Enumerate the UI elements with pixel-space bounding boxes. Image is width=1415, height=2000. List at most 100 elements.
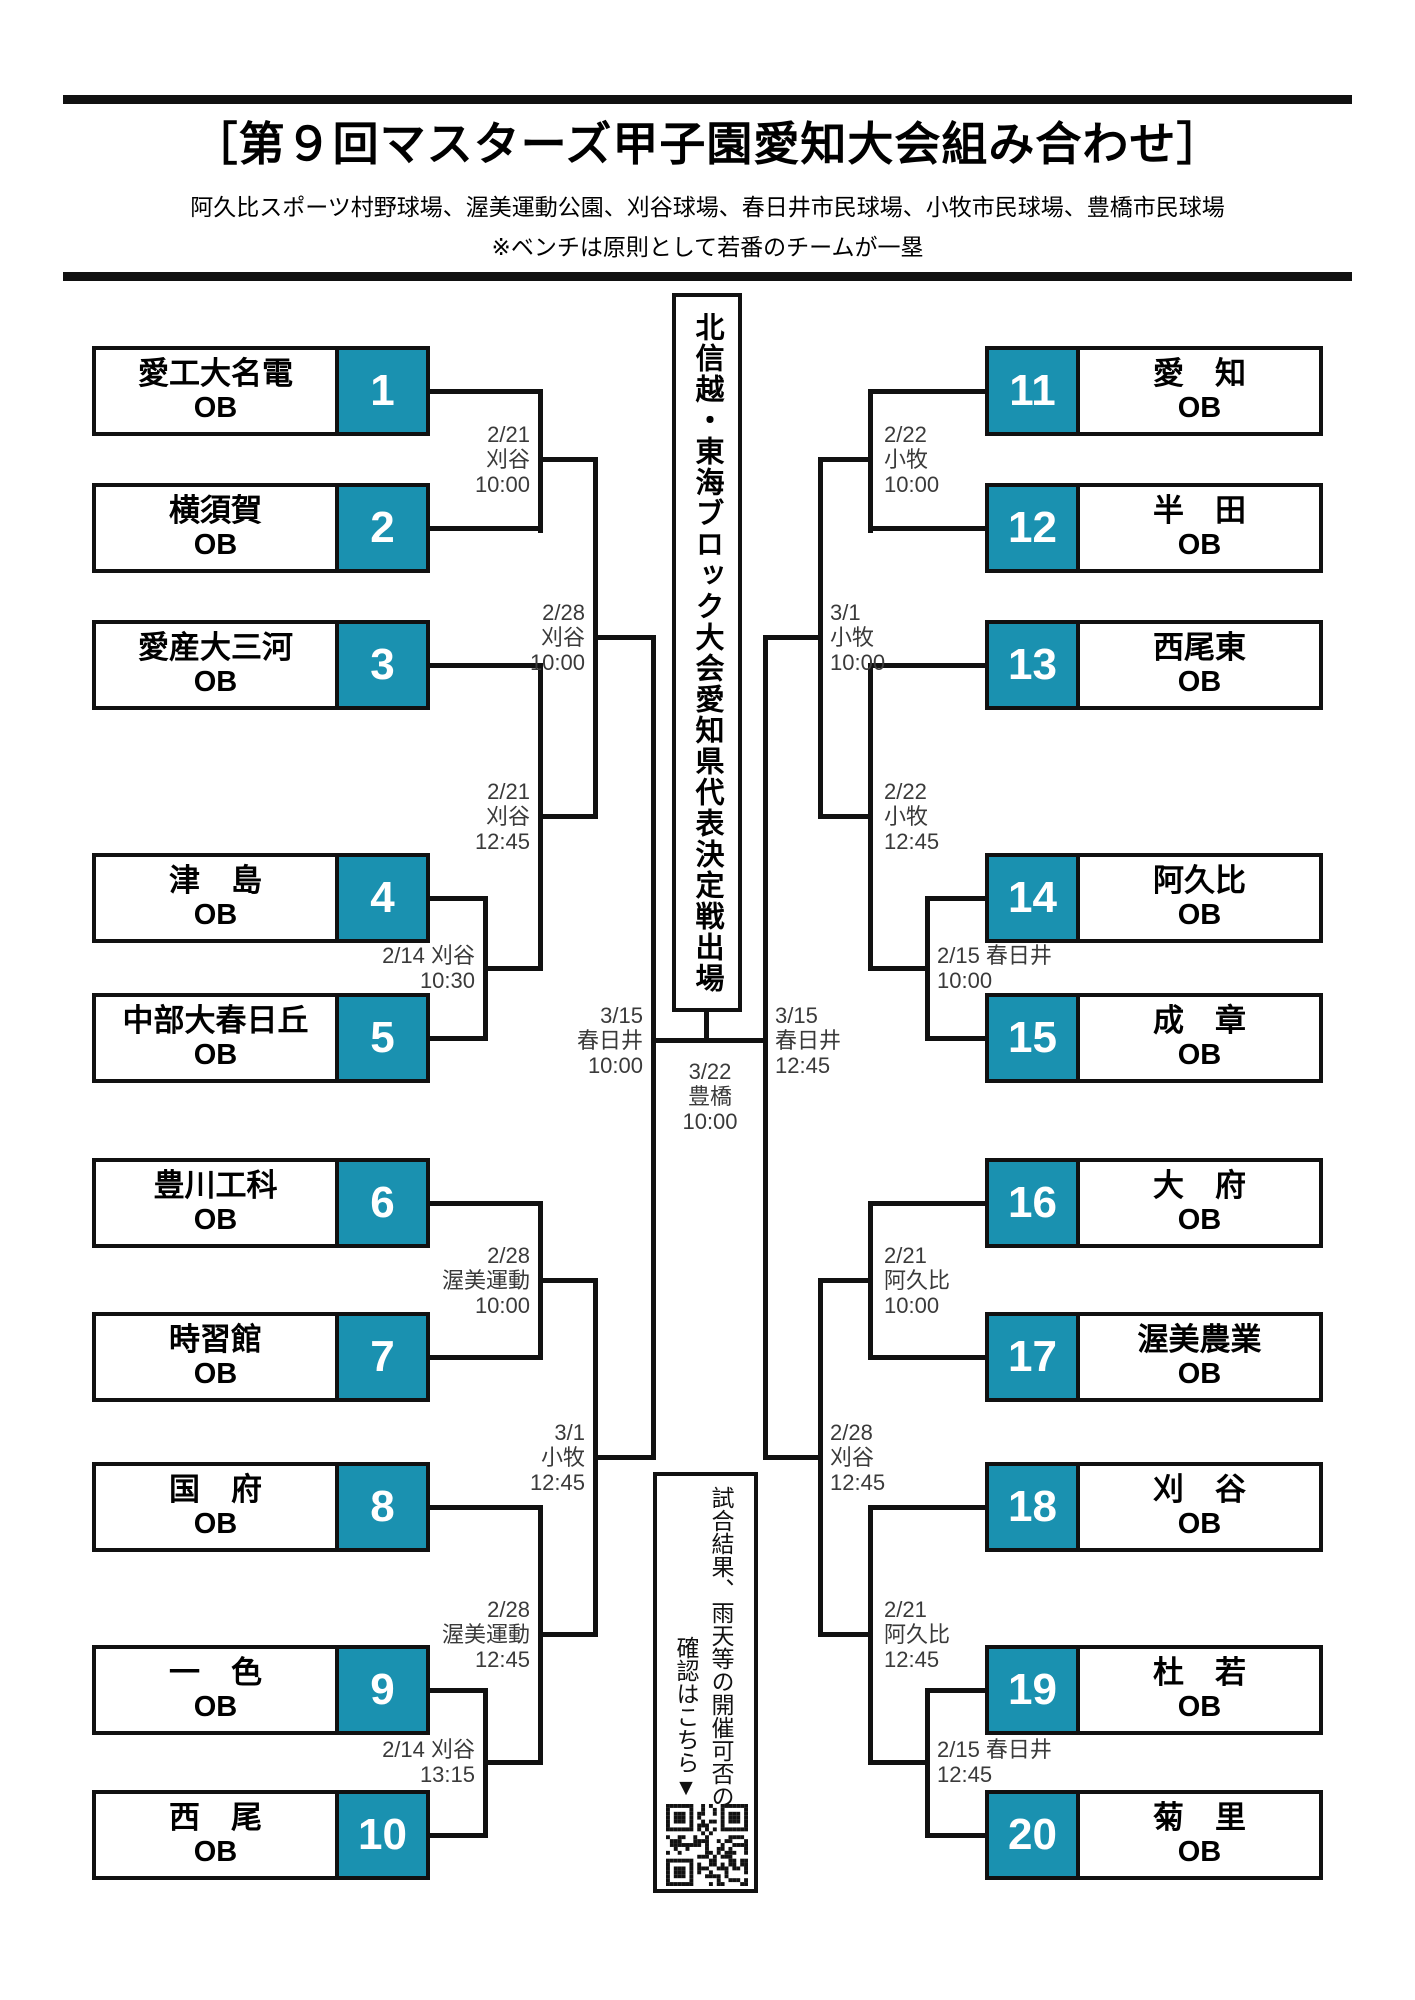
advancement-banner-box: 北信越・東海ブロック大会愛知県代表決定戦出場 xyxy=(672,293,742,1012)
match-label-m17: 2/28 刈谷 12:45 xyxy=(830,1420,886,1495)
bracket-line xyxy=(593,1278,598,1637)
bracket-line xyxy=(430,389,543,394)
team-suffix: OB xyxy=(1177,1204,1222,1237)
match-label-m15: 2/15 春日井 12:45 xyxy=(937,1737,1052,1787)
match-label-m8: 3/1 小牧 12:45 xyxy=(529,1420,585,1495)
team-name: 渥美農業 xyxy=(1137,1322,1262,1358)
team-suffix: OB xyxy=(193,392,238,425)
bracket-line xyxy=(543,1632,598,1637)
seed-number: 4 xyxy=(335,857,426,939)
seed-number: 20 xyxy=(989,1794,1080,1876)
bracket-line xyxy=(430,896,488,901)
seed-number: 19 xyxy=(989,1649,1080,1731)
team-suffix: OB xyxy=(193,1508,238,1541)
bracket-line xyxy=(430,1036,488,1041)
bracket-line xyxy=(598,635,656,640)
team-suffix: OB xyxy=(1177,1508,1222,1541)
bracket-line xyxy=(873,966,925,971)
seed-number: 6 xyxy=(335,1162,426,1244)
match-label-m5: 2/28 渥美運動 10:00 xyxy=(441,1243,530,1318)
team-suffix: OB xyxy=(193,899,238,932)
seed-number: 2 xyxy=(335,487,426,569)
seed-number: 18 xyxy=(989,1466,1080,1548)
bracket-line xyxy=(763,635,768,1460)
team-name: 横須賀 xyxy=(169,493,262,529)
team-name: 国 府 xyxy=(169,1472,262,1508)
match-label-m6: 2/14 刈谷 13:15 xyxy=(382,1737,475,1787)
bracket-line xyxy=(430,1833,488,1838)
bracket-line xyxy=(868,1505,985,1510)
bracket-line xyxy=(538,389,543,533)
team-suffix: OB xyxy=(193,666,238,699)
seed-number: 14 xyxy=(989,857,1080,939)
match-label-m10: 2/22 小牧 10:00 xyxy=(884,422,940,497)
match-label-m13: 3/1 小牧 10:00 xyxy=(830,600,886,675)
bracket-line xyxy=(430,663,543,668)
page-title: ［第９回マスターズ甲子園愛知大会組み合わせ］ xyxy=(191,118,1224,170)
bracket-line xyxy=(823,1278,868,1283)
team-name: 中部大春日丘 xyxy=(122,1003,309,1039)
bracket-line xyxy=(538,1505,543,1765)
seed-number: 13 xyxy=(989,624,1080,706)
team-suffix: OB xyxy=(193,1836,238,1869)
bracket-line xyxy=(868,389,873,533)
header-bottom-rule xyxy=(63,272,1352,281)
team-suffix: OB xyxy=(1177,1691,1222,1724)
bracket-line xyxy=(823,814,868,819)
match-label-final: 3/22 豊橋 10:00 xyxy=(682,1059,738,1134)
bracket-line xyxy=(538,663,543,971)
seed-number: 3 xyxy=(335,624,426,706)
team-name: 愛産大三河 xyxy=(138,630,293,666)
bracket-line xyxy=(768,1455,818,1460)
team-suffix: OB xyxy=(193,1039,238,1072)
match-label-m18: 3/15 春日井 12:45 xyxy=(775,1003,842,1078)
bracket-line xyxy=(651,635,656,1460)
bracket-line xyxy=(704,1012,709,1038)
match-label-m7: 2/28 渥美運動 12:45 xyxy=(441,1597,530,1672)
bracket-line xyxy=(430,1355,543,1360)
bracket-line xyxy=(868,1505,873,1765)
match-label-m16: 2/21 阿久比 12:45 xyxy=(884,1597,951,1672)
seed-number: 10 xyxy=(335,1794,426,1876)
bracket-line xyxy=(488,966,543,971)
team-name: 西尾東 xyxy=(1153,630,1246,666)
team-name: 大 府 xyxy=(1153,1168,1246,1204)
bracket-line xyxy=(651,1038,768,1043)
bracket-line xyxy=(593,457,598,819)
bracket-line xyxy=(868,389,985,394)
team-suffix: OB xyxy=(193,1691,238,1724)
team-name: 愛 知 xyxy=(1153,356,1246,392)
team-suffix: OB xyxy=(1177,1358,1222,1391)
seed-number: 11 xyxy=(989,350,1080,432)
bracket-line xyxy=(543,457,598,462)
team-name: 阿久比 xyxy=(1153,863,1246,899)
match-label-m1: 2/21 刈谷 10:00 xyxy=(474,422,530,497)
team-suffix: OB xyxy=(193,529,238,562)
bench-note: ※ベンチは原則として若番のチームが一塁 xyxy=(491,234,924,260)
team-name: 一 色 xyxy=(169,1655,262,1691)
match-label-m3: 2/21 刈谷 12:45 xyxy=(474,779,530,854)
seed-number: 5 xyxy=(335,997,426,1079)
seed-number: 16 xyxy=(989,1162,1080,1244)
team-suffix: OB xyxy=(1177,392,1222,425)
